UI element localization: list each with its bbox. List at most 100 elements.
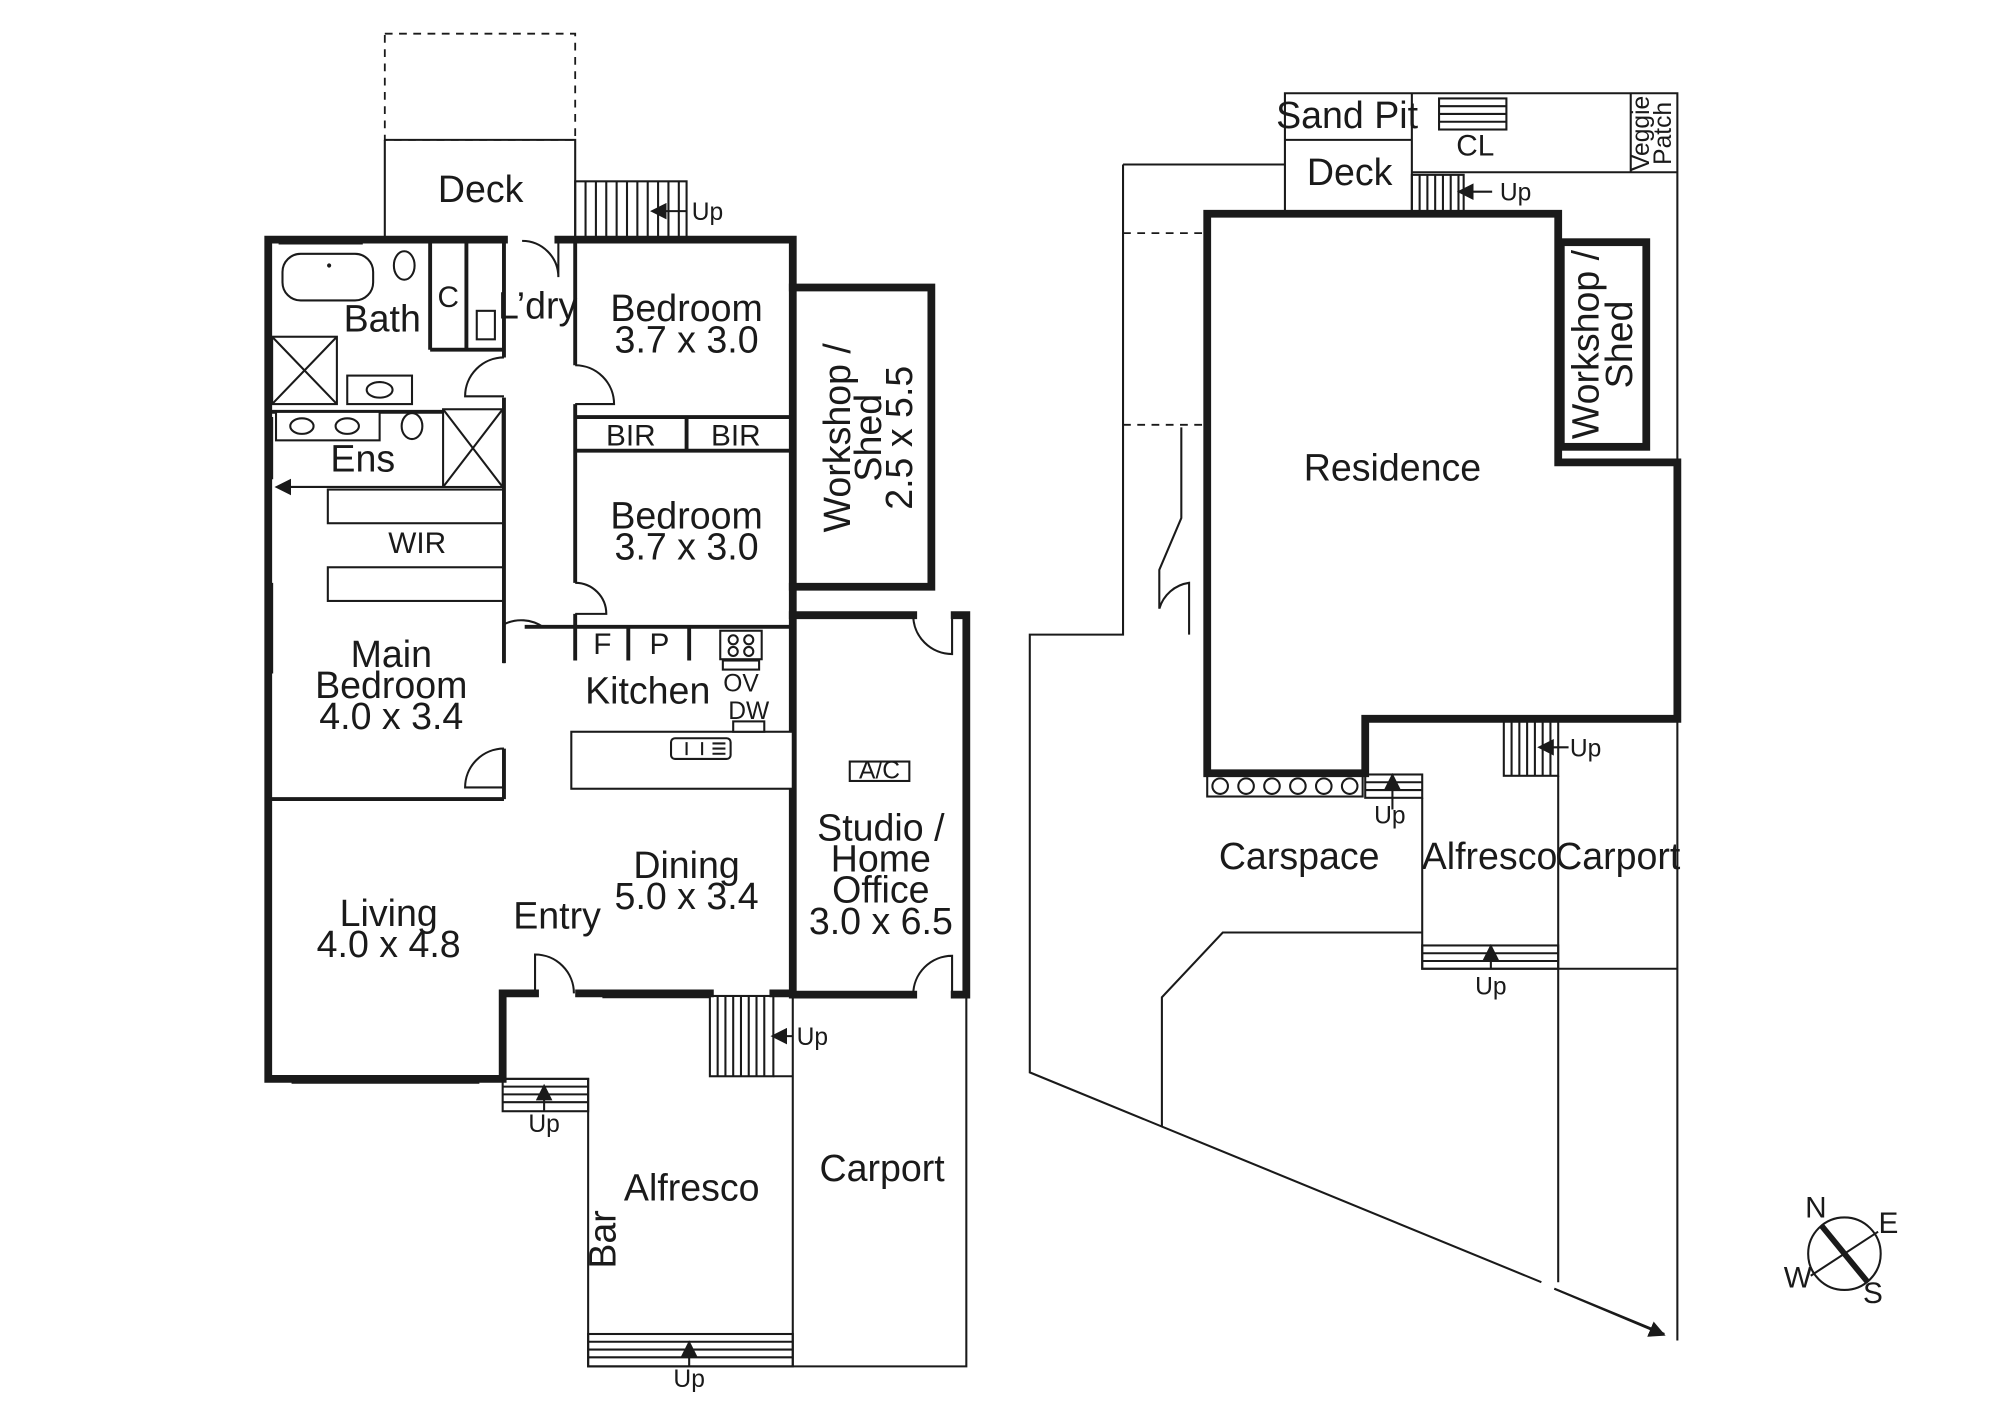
site-plan: [1028, 92, 1682, 1341]
internal-walls-west: [268, 239, 506, 802]
side-path-dash: [1123, 232, 1208, 426]
studio-label-1: Studio /: [817, 807, 945, 849]
carspace-label: Carspace: [1219, 835, 1380, 877]
studio-door-top: [912, 615, 954, 656]
dishwasher-label: DW: [728, 698, 770, 725]
bath-toilet: [392, 250, 416, 281]
bedroom2-label: Bedroom: [610, 494, 762, 536]
veggie-label-1: Veggie: [1628, 96, 1655, 171]
bath-label: Bath: [344, 298, 421, 340]
cooktop: [719, 629, 763, 661]
bed1-window: [789, 297, 797, 389]
residence-label: Residence: [1304, 446, 1481, 488]
entry-door: [534, 953, 575, 994]
deck-stairs: [574, 180, 688, 241]
pantry-label: P: [649, 628, 669, 661]
carport-label: Carport: [820, 1147, 946, 1189]
site-workshop: [1556, 238, 1651, 451]
dishwasher-mark: [732, 720, 766, 733]
laundry-label: L’dry: [498, 285, 578, 327]
bir2-label: BIR: [711, 420, 761, 453]
side-gate: [1158, 427, 1191, 635]
bedroom2-size: 3.7 x 3.0: [615, 526, 759, 568]
site-deck-label: Deck: [1307, 151, 1393, 193]
studio-size: 3.0 x 6.5: [809, 900, 953, 942]
clothesline-label: CL: [1456, 129, 1494, 162]
studio-label-3: Office: [832, 869, 929, 911]
up-label-side: Up: [528, 1111, 559, 1138]
bathtub: [281, 252, 375, 302]
site-alfresco-label: Alfresco: [1422, 835, 1558, 877]
fridge-label: F: [593, 628, 611, 661]
wir-shelf-bottom: [326, 566, 505, 602]
front-stairs: [708, 994, 793, 1078]
rear-stairs: [587, 1332, 794, 1368]
main-bedroom-size: 4.0 x 3.4: [319, 695, 463, 737]
west-wall: [264, 235, 539, 1083]
workshop-walls: [788, 283, 936, 591]
bath-window: [278, 235, 363, 245]
bedroom1-size: 3.7 x 3.0: [615, 318, 759, 360]
compass-s: S: [1863, 1277, 1883, 1310]
main-bedroom-label-1: Main: [351, 633, 432, 675]
main-bedroom-label-2: Bedroom: [315, 664, 467, 706]
laundry-door: [522, 239, 560, 278]
bed2-window: [789, 481, 797, 578]
studio-label-2: Home: [831, 838, 931, 880]
site-up-label-bottom: Up: [1475, 974, 1506, 1001]
cupboard-walls: [428, 239, 504, 352]
cupboard-label: C: [438, 281, 460, 314]
studio-walls: [788, 611, 971, 999]
wir-shelf-top: [326, 488, 505, 525]
site-boundary: [1028, 92, 1679, 1341]
compass-e: E: [1879, 1207, 1899, 1240]
living-size: 4.0 x 4.8: [317, 923, 461, 965]
compass-ew-line: [1810, 1230, 1879, 1277]
up-label-rear: Up: [673, 1366, 704, 1393]
laundry-tub: [475, 309, 496, 341]
wir-door: [502, 619, 544, 664]
cupboard-door: [464, 356, 504, 398]
wir-label: WIR: [388, 527, 446, 560]
ground-floor-plan: [264, 32, 971, 1368]
main-bed-window: [264, 582, 274, 674]
oven-label: OV: [723, 671, 759, 698]
bir1-label: BIR: [606, 420, 656, 453]
ens-vanity: [274, 410, 381, 442]
main-bed-door: [464, 747, 504, 789]
bed1-door: [575, 364, 616, 406]
bar-label: Bar: [581, 1210, 623, 1268]
aircon-unit: [848, 760, 911, 783]
dining-size: 5.0 x 3.4: [615, 875, 759, 917]
site-carport-stairs: [1502, 720, 1560, 777]
up-label-deck: Up: [692, 199, 723, 226]
workshop-label-2: Shed: [847, 394, 889, 482]
compass: N E S W: [1784, 1191, 1899, 1309]
site-workshop-label-1: Workshop /: [1564, 249, 1606, 439]
dining-label: Dining: [633, 844, 739, 886]
pantry-walls: [524, 624, 692, 661]
up-label-front: Up: [797, 1024, 828, 1051]
ens-window: [264, 417, 274, 480]
bath-vanity: [346, 374, 414, 406]
site-up-label-deck: Up: [1500, 180, 1531, 207]
compass-ring: [1807, 1216, 1882, 1291]
compass-w: W: [1784, 1261, 1812, 1294]
site-up-label-carport: Up: [1570, 735, 1601, 762]
yard-zones: [1284, 93, 1678, 215]
sand-pit-label: Sand Pit: [1276, 94, 1419, 136]
workshop-label-1: Workshop /: [816, 343, 858, 533]
entry-label: Entry: [513, 895, 601, 937]
living-window: [291, 1075, 480, 1084]
deck-label: Deck: [438, 168, 524, 210]
residence-outline: [1203, 209, 1682, 778]
studio-door-bottom: [912, 954, 954, 995]
site-alfresco-stairs: [1364, 773, 1424, 799]
ens-toilet: [400, 412, 424, 441]
side-stairs: [501, 1077, 590, 1113]
site-workshop-label-2: Shed: [1598, 301, 1640, 389]
bedroom1-label: Bedroom: [610, 287, 762, 329]
workshop-size: 2.5 x 5.5: [878, 366, 920, 510]
living-label: Living: [340, 892, 438, 934]
